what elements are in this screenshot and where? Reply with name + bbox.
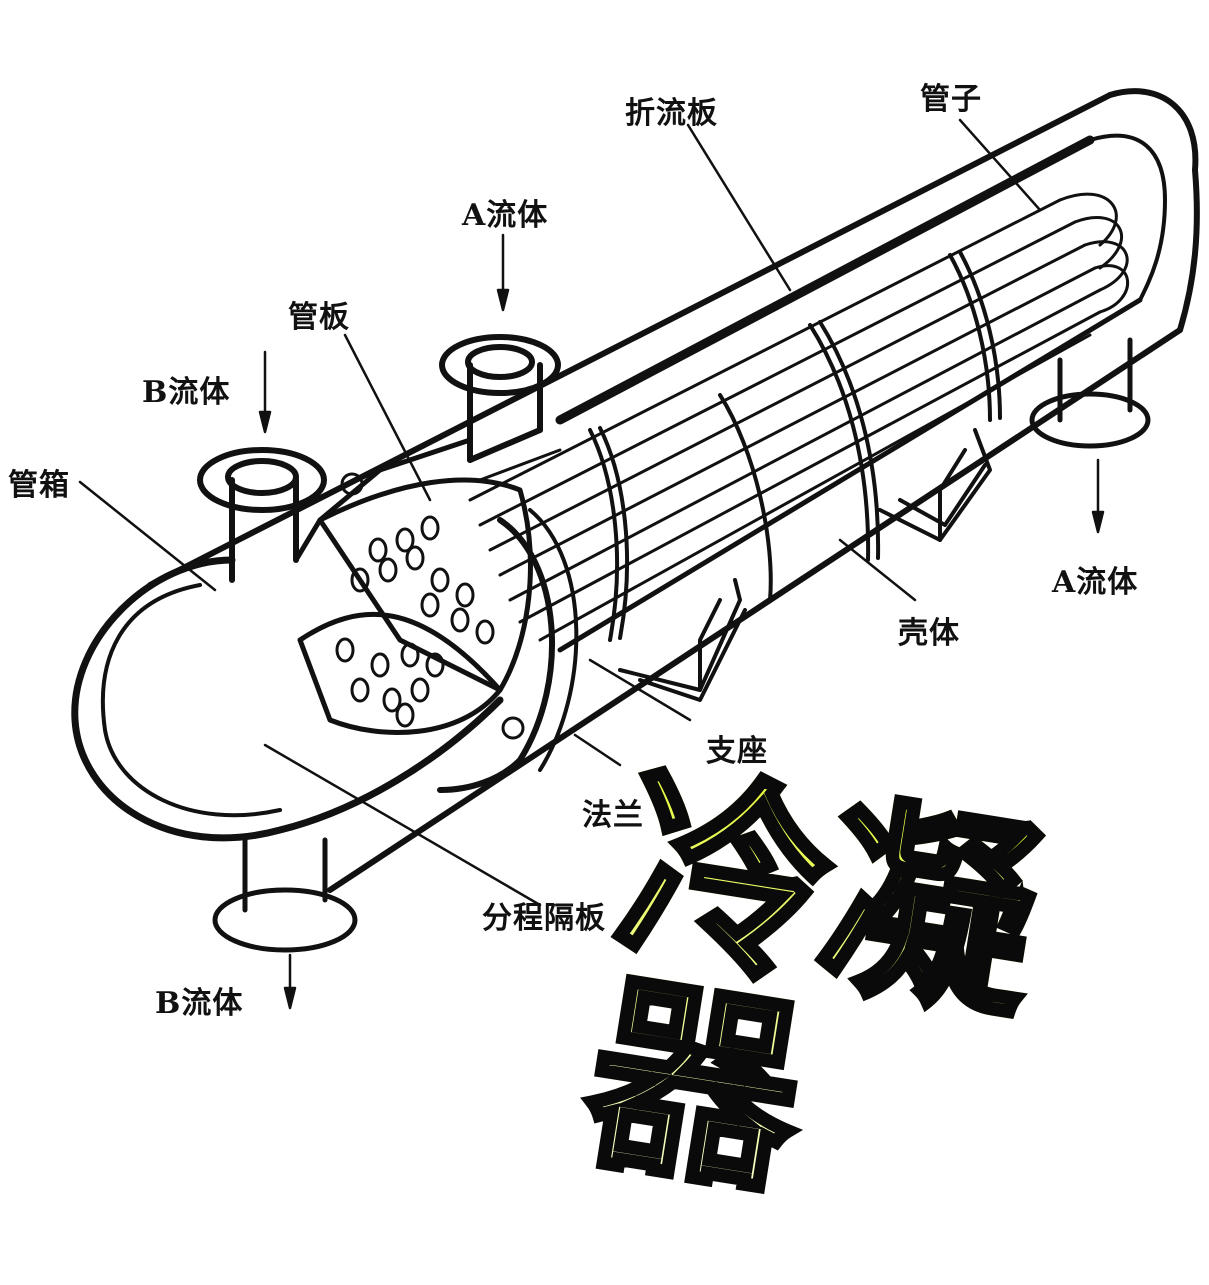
shell-body [147,88,1200,893]
label-flange: 法兰 [582,798,644,833]
label-channel: 管箱 [8,468,70,503]
baffles [588,250,1002,642]
label-fluid-a-out: A流体 [1052,565,1139,600]
label-fluid-b-out: B流体 [155,986,244,1021]
nozzle-b-inlet [197,447,327,583]
arrow-down-icon [258,233,1105,1010]
leader-lines [78,118,1042,907]
tube-holes [335,515,495,728]
channel-head [71,437,504,842]
label-baffle: 折流板 [625,96,718,131]
label-shell: 壳体 [898,616,960,651]
condenser-diagram: 折流板 管子 A流体 管板 B流体 管箱 A流体 壳体 支座 法兰 分程隔板 B… [8,82,1200,1227]
label-tubes: 管子 [920,82,982,117]
flange-ring [340,472,579,793]
tube-sheet [297,477,533,735]
label-tube-sheet: 管板 [288,300,350,335]
label-fluid-a-in: A流体 [462,198,549,233]
nozzle-b-outlet [212,837,358,953]
label-support: 支座 [706,734,768,769]
nozzle-a-outlet [1029,337,1151,449]
supports [618,428,992,702]
nozzle-a-inlet [439,334,562,482]
heat-exchanger-drawing [71,88,1200,1010]
label-pass-partition: 分程隔板 [482,901,606,936]
title-text: 冷凝器 [568,739,1209,1269]
label-fluid-b-in: B流体 [142,375,231,410]
